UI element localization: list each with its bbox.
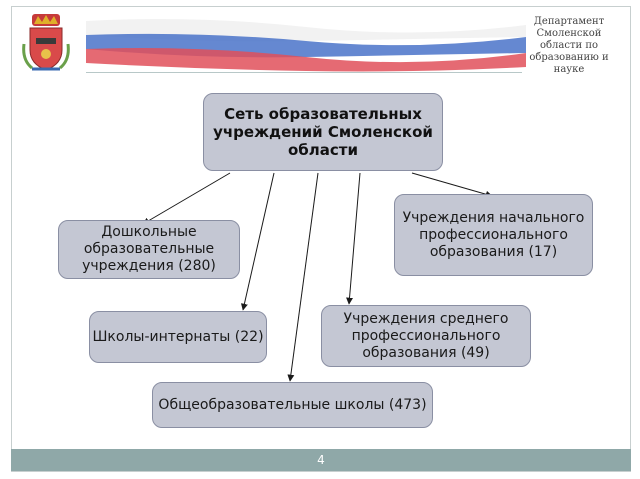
node-boarding-schools: Школы-интернаты (22) bbox=[89, 311, 267, 363]
coat-of-arms-icon bbox=[22, 14, 70, 71]
page-number: 4 bbox=[317, 453, 325, 467]
node-vocational-primary: Учреждения начального профессионального … bbox=[394, 194, 593, 276]
waving-flag-banner bbox=[86, 19, 526, 72]
node-vocational-secondary: Учреждения среднего профессионального об… bbox=[321, 305, 531, 367]
node-general-schools: Общеобразовательные школы (473) bbox=[152, 382, 433, 428]
department-name: Департамент Смоленской области по образо… bbox=[529, 16, 609, 75]
footer-bar: 4 bbox=[11, 449, 631, 471]
header-divider bbox=[86, 72, 522, 73]
root-node: Сеть образовательных учреждений Смоленск… bbox=[203, 93, 443, 171]
node-preschool: Дошкольные образовательные учреждения (2… bbox=[58, 220, 240, 279]
